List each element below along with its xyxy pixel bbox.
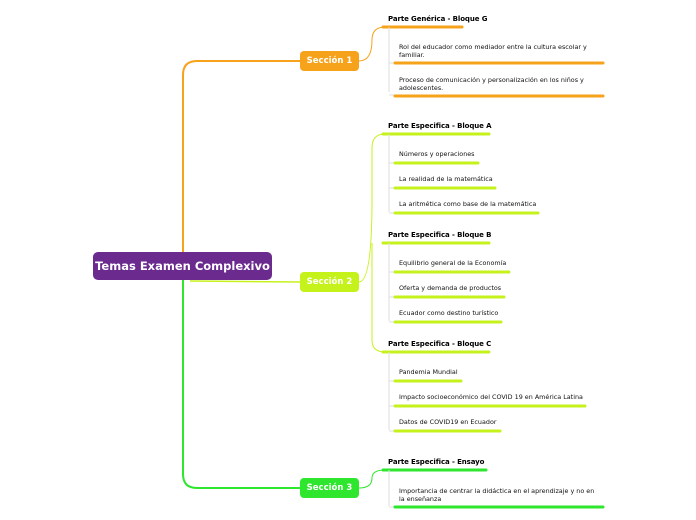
leaf-proceso-comunicacion[interactable]: Proceso de comunicación y personalizació… [399, 76, 584, 92]
bloque-g-items-line [388, 27, 395, 96]
leaf-ecuador[interactable]: Ecuador como destino turístico [399, 309, 499, 317]
leaf-realidad[interactable]: La realidad de la matemática [399, 175, 493, 183]
leaf-pandemia[interactable]: Pandemia Mundial [399, 368, 458, 376]
subtopic-bloque-b[interactable]: Parte Especifica - Bloque B [388, 231, 492, 239]
bloque-b-items-line [388, 243, 395, 323]
subtopic-bloque-g[interactable]: Parte Genérica - Bloque G [388, 15, 488, 23]
seccion-1-node[interactable]: Sección 1 [300, 51, 359, 71]
leaf-equilibrio[interactable]: Equilibrio general de la Economía [399, 259, 507, 267]
leaf-aritmetica[interactable]: La aritmética como base de la matemática [399, 200, 537, 208]
root-node[interactable]: Temas Examen Complexivo [93, 252, 272, 280]
seccion-2-branch-line [358, 133, 386, 353]
seccion-3-branch-line [358, 469, 386, 489]
root-to-seccion-3-line [182, 280, 300, 489]
ensayo-items-line [388, 470, 395, 508]
subtopic-ensayo[interactable]: Parte Especifica - Ensayo [388, 458, 485, 466]
subtopic-bloque-a[interactable]: Parte Especifica - Bloque A [388, 122, 492, 130]
bloque-a-items-line [388, 134, 395, 214]
leaf-impacto[interactable]: Impacto socioeconómico del COVID 19 en A… [399, 393, 583, 401]
root-to-seccion-1-line [182, 60, 300, 252]
seccion-1-branch-line [358, 26, 386, 62]
leaf-importancia[interactable]: Importancia de centrar la didáctica en e… [399, 487, 595, 503]
bloque-c-items-line [388, 352, 395, 432]
seccion-3-node[interactable]: Sección 3 [300, 478, 359, 498]
seccion-2-node[interactable]: Sección 2 [300, 272, 359, 292]
leaf-numeros[interactable]: Números y operaciones [399, 150, 475, 158]
leaf-datos-covid[interactable]: Datos de COVID19 en Ecuador [399, 418, 497, 426]
subtopic-bloque-c[interactable]: Parte Especifica - Bloque C [388, 340, 492, 348]
root-to-seccion-2-line [189, 280, 301, 283]
leaf-rol-educador[interactable]: Rol del educador como mediador entre la … [399, 43, 587, 59]
leaf-oferta[interactable]: Oferta y demanda de productos [399, 284, 502, 292]
